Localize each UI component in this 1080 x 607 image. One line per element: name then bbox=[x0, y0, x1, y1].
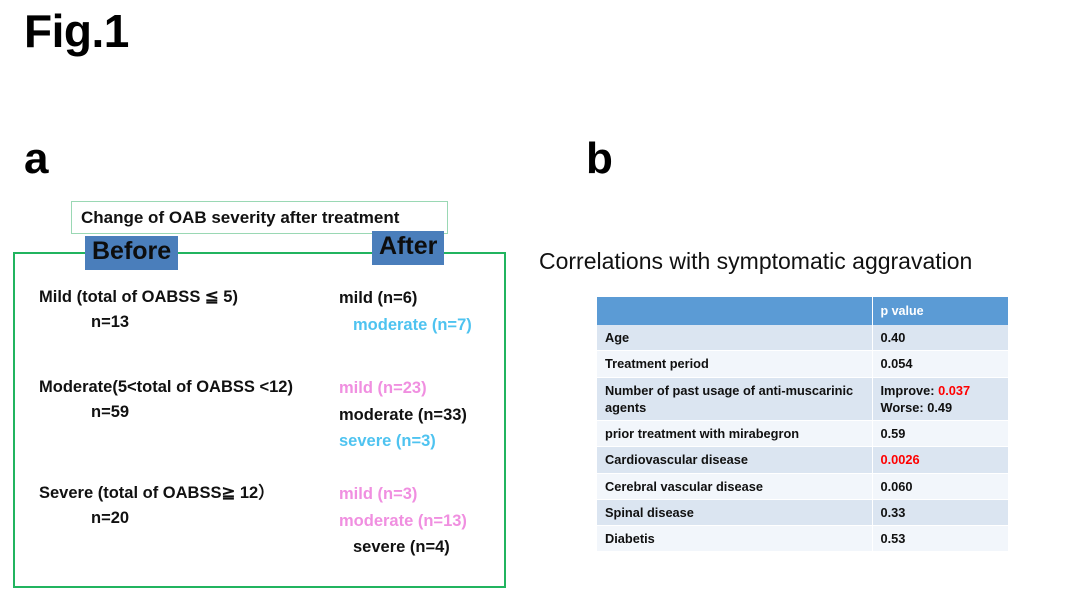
panel-a-frame bbox=[13, 252, 506, 588]
after-outcome: severe (n=3) bbox=[339, 432, 436, 451]
panel-b-title: Correlations with symptomatic aggravatio… bbox=[539, 248, 973, 274]
after-outcome: mild (n=3) bbox=[339, 485, 418, 503]
before-label-moderate: Moderate(5<total of OABSS <12) bbox=[39, 378, 293, 396]
p-value-line: 0.060 bbox=[881, 478, 1001, 495]
table-row: Spinal disease 0.33 bbox=[597, 499, 1008, 527]
table-row: Cerebral vascular disease 0.060 bbox=[597, 473, 1008, 500]
before-count-mild: n=13 bbox=[91, 312, 130, 331]
p-value-prefix: Improve: bbox=[880, 382, 939, 398]
table-cell-factor: Cardiovascular disease bbox=[597, 446, 873, 474]
table-row: Treatment period 0.054 bbox=[597, 350, 1008, 378]
p-value-number: 0.037 bbox=[938, 382, 971, 398]
after-outcome: mild (n=6) bbox=[339, 289, 418, 307]
table-cell-factor: Treatment period bbox=[597, 350, 873, 378]
after-column-severe: mild (n=3) moderate (n=13) severe (n=4) bbox=[333, 481, 533, 561]
p-value-line: Improve: 0.037 bbox=[881, 382, 1001, 399]
table-row: Age 0.40 bbox=[597, 325, 1008, 352]
panel-a-caption-text: Change of OAB severity after treatment bbox=[81, 207, 400, 227]
p-value-line: 0.33 bbox=[881, 504, 1001, 521]
table-cell-pvalue: 0.0026 bbox=[872, 446, 1008, 474]
column-header-after: After bbox=[372, 231, 445, 265]
p-value-line: 0.53 bbox=[881, 530, 1001, 547]
table-cell-pvalue: 0.59 bbox=[872, 420, 1008, 448]
table-cell-pvalue: 0.33 bbox=[872, 499, 1008, 527]
p-value-line: 0.0026 bbox=[881, 451, 1001, 468]
table-row: Diabetis 0.53 bbox=[597, 525, 1008, 552]
before-count-moderate: n=59 bbox=[91, 402, 130, 421]
p-value-line: 0.59 bbox=[881, 425, 1001, 442]
table-cell-factor: Spinal disease bbox=[597, 499, 873, 527]
table-header-row: p value bbox=[597, 297, 1008, 325]
panel-a-caption-box: Change of OAB severity after treatment bbox=[71, 201, 448, 234]
figure-title: Fig.1 bbox=[24, 5, 129, 57]
p-value-number: 0.49 bbox=[927, 399, 953, 415]
table-cell-pvalue: 0.40 bbox=[872, 325, 1008, 352]
panel-b-letter: b bbox=[586, 134, 613, 183]
after-outcome: moderate (n=7) bbox=[353, 315, 472, 334]
table-row: Cardiovascular disease 0.0026 bbox=[597, 446, 1008, 474]
before-label-severe: Severe (total of OABSS≧ 12） bbox=[39, 484, 275, 502]
column-header-before: Before bbox=[85, 236, 179, 270]
table-cell-pvalue: 0.060 bbox=[872, 473, 1008, 500]
p-value-line: Worse: 0.49 bbox=[881, 399, 1001, 416]
after-column-mild: mild (n=6) moderate (n=7) bbox=[333, 285, 533, 338]
after-outcome: moderate (n=13) bbox=[339, 511, 467, 530]
panel-a: a Change of OAB severity after treatment… bbox=[13, 134, 533, 588]
table-cell-factor: Diabetis bbox=[597, 525, 873, 552]
before-count-severe: n=20 bbox=[91, 508, 130, 527]
p-value-number: 0.060 bbox=[880, 478, 913, 494]
table-header-pvalue: p value bbox=[872, 297, 1008, 325]
after-column-moderate: mild (n=23) moderate (n=33) severe (n=3) bbox=[333, 375, 533, 455]
table-cell-factor: Age bbox=[597, 325, 873, 352]
p-value-number: 0.0026 bbox=[880, 452, 920, 468]
table-cell-factor: prior treatment with mirabegron bbox=[597, 420, 873, 448]
p-value-prefix: Worse: bbox=[880, 399, 928, 415]
after-outcome: mild (n=23) bbox=[339, 379, 427, 397]
p-value-line: 0.054 bbox=[881, 355, 1001, 372]
table-cell-factor: Number of past usage of anti-muscarinic … bbox=[597, 377, 873, 422]
before-column-mild: Mild (total of OABSS ≦ 5) n=13 bbox=[39, 285, 329, 335]
p-value-number: 0.054 bbox=[880, 356, 913, 372]
before-label-mild: Mild (total of OABSS ≦ 5) bbox=[39, 288, 238, 306]
table-row: Number of past usage of anti-muscarinic … bbox=[597, 377, 1008, 422]
table-cell-factor: Cerebral vascular disease bbox=[597, 473, 873, 500]
after-outcome: moderate (n=33) bbox=[339, 405, 467, 424]
p-value-number: 0.53 bbox=[880, 531, 906, 547]
p-value-number: 0.59 bbox=[880, 426, 906, 442]
before-column-moderate: Moderate(5<total of OABSS <12) n=59 bbox=[39, 375, 329, 425]
table-cell-pvalue: 0.054 bbox=[872, 350, 1008, 378]
p-value-line: 0.40 bbox=[881, 329, 1001, 346]
after-outcome: severe (n=4) bbox=[353, 538, 450, 557]
before-column-severe: Severe (total of OABSS≧ 12） n=20 bbox=[39, 481, 329, 531]
table-row: prior treatment with mirabegron 0.59 bbox=[597, 420, 1008, 448]
table-header-factor bbox=[597, 297, 873, 325]
p-value-number: 0.40 bbox=[880, 330, 906, 345]
table-cell-pvalue: 0.53 bbox=[872, 525, 1008, 552]
p-value-number: 0.33 bbox=[880, 504, 906, 520]
panel-a-letter: a bbox=[24, 134, 49, 183]
